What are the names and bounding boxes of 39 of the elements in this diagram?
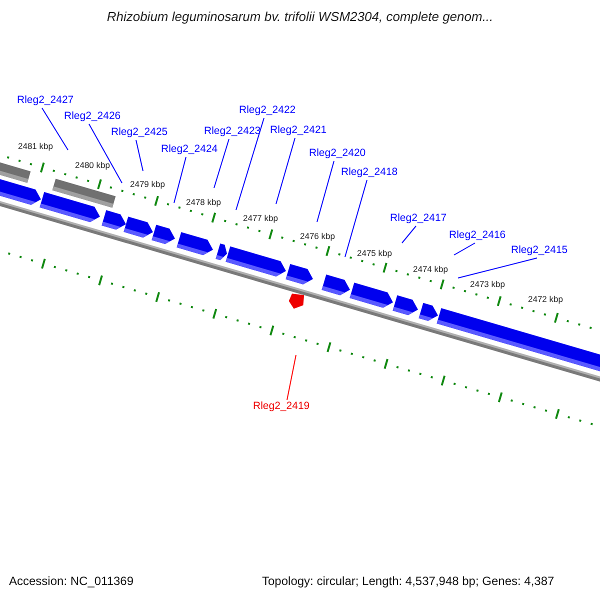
gene-label: Rleg2_2422 [239,105,296,117]
gene-label: Rleg2_2416 [449,230,506,242]
leader-line [42,108,68,150]
tick-label: 2477 kbp [243,214,278,224]
leader-line [174,156,186,204]
gene-label: Rleg2_2427 [17,95,74,107]
gene-label: Rleg2_2421 [270,125,327,137]
tick-label: 2478 kbp [186,198,221,208]
gene-label: Rleg2_2417 [390,213,447,225]
gene-label: Rleg2_2423 [204,126,261,138]
genome-stats-text: Topology: circular; Length: 4,537,948 bp; Genes: 4,387 [262,575,554,588]
leader-line [402,226,416,244]
tick-label: 2473 kbp [470,280,505,290]
leader-line [344,180,368,258]
gene-label: Rleg2_2420 [309,148,366,160]
tick-label: 2475 kbp [357,249,392,258]
tick-label: 2480 kbp [75,161,110,170]
gene-label: Rleg2_2425 [111,127,168,139]
leader-line [88,124,122,184]
gene-label: Rleg2_2424 [161,144,218,156]
accession-text: Accession: NC_011369 [9,575,134,588]
leader-line [236,118,264,210]
gene-label: Rleg2_2418 [341,167,398,179]
leader-line [214,138,230,188]
gene-label: Rleg2_2415 [511,245,568,257]
leader-line [316,160,334,222]
leader-line [286,354,296,400]
leader-line [454,242,476,256]
tick-label: 2481 kbp [18,142,53,152]
leader-line [458,258,538,278]
map-title: Rhizobium leguminosarum bv. trifolii WSM2304, complete genom... [106,10,494,24]
leader-line [276,138,296,204]
tick-label: 2479 kbp [130,180,165,190]
tick-label: 2472 kbp [528,295,563,304]
tick-label: 2476 kbp [300,232,335,242]
leader-line [136,140,144,172]
tick-label: 2474 kbp [413,265,448,274]
gene-label: Rleg2_2426 [64,111,121,123]
gene-label: Rleg2_2419 [253,401,310,413]
